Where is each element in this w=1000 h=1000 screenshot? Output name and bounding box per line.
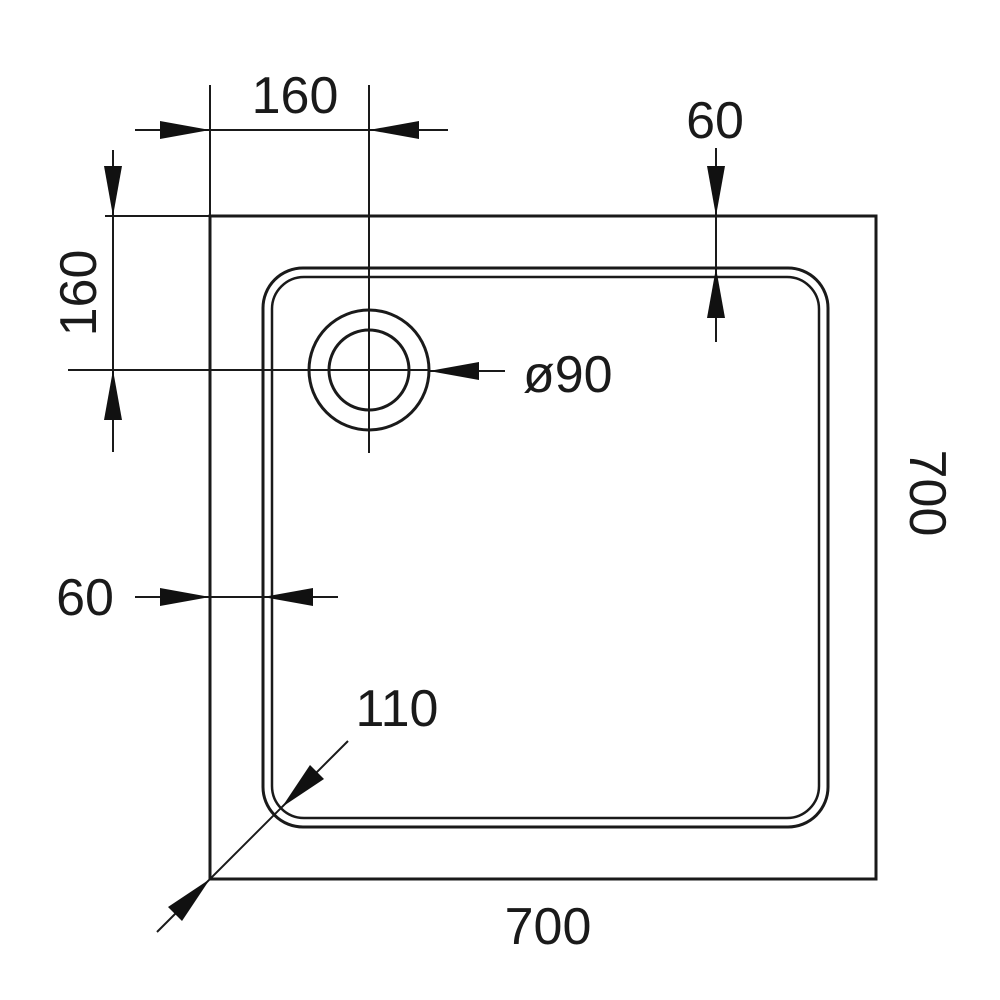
- label-corner-radius: 110: [356, 680, 439, 738]
- arrow-160-v-top: [104, 166, 122, 216]
- arrow-radius-outer: [168, 879, 210, 921]
- arrow-160-h-right: [369, 121, 419, 139]
- label-tray-width: 700: [505, 898, 592, 956]
- basin-outline-inner: [270, 275, 821, 820]
- label-upstand-left: 60: [56, 569, 114, 627]
- label-waste-offset-y: 160: [50, 250, 108, 337]
- arrow-60-left-left: [263, 588, 313, 606]
- arrow-60-top-down: [707, 166, 725, 216]
- tray-outer-outline: [208, 214, 878, 881]
- arrow-60-top-up: [707, 268, 725, 318]
- arrow-radius-inner: [282, 765, 324, 807]
- label-waste-diameter: ø90: [523, 346, 613, 404]
- arrow-160-h-left: [160, 121, 210, 139]
- label-upstand-top: 60: [686, 92, 744, 150]
- basin-outline-outer: [261, 266, 830, 829]
- arrow-60-left-right: [160, 588, 210, 606]
- arrow-160-v-bottom: [104, 370, 122, 420]
- label-waste-offset-x: 160: [252, 67, 339, 125]
- label-tray-depth: 700: [898, 450, 956, 537]
- arrow-waste-diameter: [429, 362, 479, 380]
